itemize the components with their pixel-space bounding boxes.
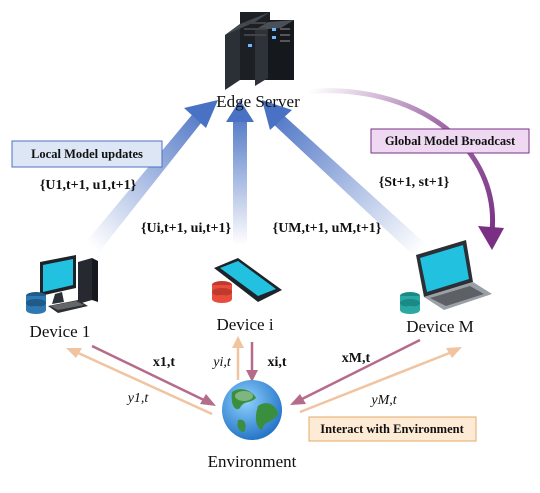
- laptop-icon: [416, 240, 492, 310]
- server-icon: [225, 12, 294, 90]
- uplink-arrow-device-i: [226, 100, 254, 248]
- database-icon-device-m: [400, 292, 420, 314]
- ym-label: yM,t: [369, 393, 397, 408]
- device-i-label: Device i: [216, 315, 273, 334]
- uplink-arrow-device1: [85, 100, 218, 252]
- globe-icon: [222, 380, 282, 440]
- global-broadcast-box: Global Model Broadcast: [370, 128, 530, 154]
- obs-arrow-device-i: [232, 336, 244, 380]
- uplink-label-device-i: {Ui,t+1, ui,t+1}: [141, 221, 231, 236]
- phone-icon: [214, 258, 282, 302]
- environment-label: Environment: [208, 452, 297, 471]
- uplink-label-device-m: {UM,t+1, uM,t+1}: [273, 221, 382, 236]
- xi-label: xi,t: [267, 355, 286, 370]
- action-arrow-device1: [91, 344, 216, 406]
- database-icon-device1: [26, 292, 46, 314]
- broadcast-arrow: [299, 88, 504, 250]
- y1-label: y1,t: [126, 391, 150, 406]
- yi-label: yi,t: [211, 355, 232, 370]
- uplink-arrow-device-m: [262, 100, 428, 256]
- global-broadcast-label: Global Model Broadcast: [385, 134, 516, 148]
- obs-arrow-device1: [66, 348, 213, 416]
- device-m-label: Device M: [406, 317, 474, 336]
- action-arrow-device-m: [290, 338, 421, 405]
- obs-arrow-device-m: [299, 347, 462, 414]
- x1-label: x1,t: [153, 355, 176, 370]
- local-updates-label: Local Model updates: [31, 147, 143, 161]
- local-updates-box: Local Model updates: [11, 140, 163, 168]
- xm-label: xM,t: [342, 351, 371, 366]
- broadcast-label: {St+1, st+1}: [379, 175, 450, 190]
- action-arrow-device-i: [246, 342, 258, 382]
- database-icon-device-i: [212, 281, 232, 303]
- interact-env-label: Interact with Environment: [320, 422, 464, 436]
- interact-env-box: Interact with Environment: [308, 416, 477, 442]
- desktop-icon: [40, 255, 98, 313]
- device1-label: Device 1: [30, 322, 91, 341]
- uplink-label-device1: {U1,t+1, u1,t+1}: [40, 178, 137, 193]
- server-label: Edge Server: [216, 92, 300, 111]
